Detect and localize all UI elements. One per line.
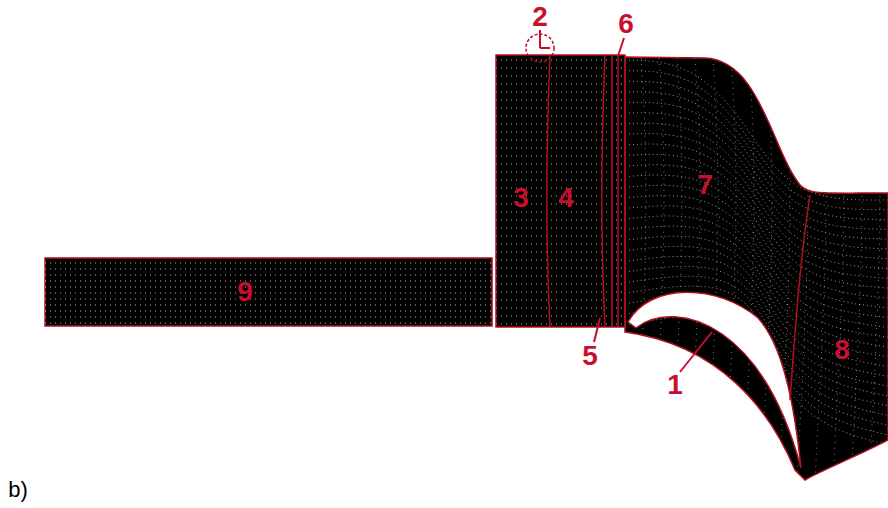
mesh-lines <box>45 40 888 480</box>
callout-number: 4 <box>558 184 574 212</box>
callout-number: 5 <box>582 342 598 370</box>
callout-number: 9 <box>237 278 253 306</box>
callout-number: 2 <box>532 3 548 31</box>
inlet-pipe-region <box>45 258 492 326</box>
region-outlines <box>496 34 888 480</box>
callout-number: 8 <box>834 336 850 364</box>
panel-label: b) <box>8 479 28 501</box>
leader-lines <box>540 30 712 372</box>
rotor-region <box>625 57 888 480</box>
callout-number: 1 <box>667 371 683 399</box>
callout-number: 6 <box>618 10 634 38</box>
blade-shape <box>628 292 801 468</box>
callout-number: 3 <box>513 184 529 212</box>
callout-number: 7 <box>697 171 713 199</box>
stator-region <box>496 55 625 327</box>
